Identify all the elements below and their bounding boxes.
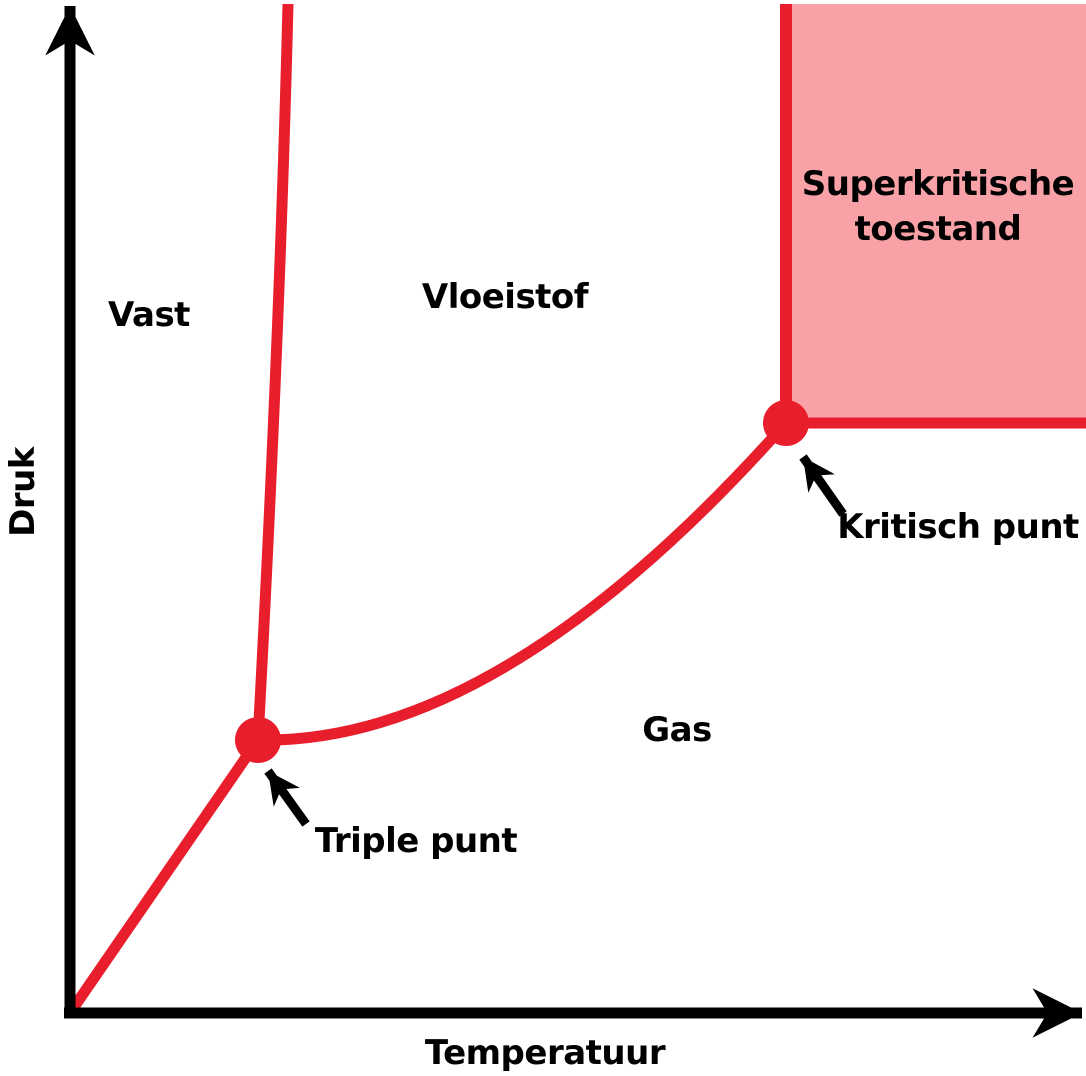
x-axis-label: Temperatuur	[425, 1033, 666, 1073]
region-label-liquid: Vloeistof	[422, 277, 590, 317]
melting-curve	[252, 3, 294, 741]
region-label-supercritical-line2: toestand	[855, 209, 1022, 249]
critical-point-marker	[763, 400, 809, 446]
supercritical-region	[786, 4, 1086, 423]
y-axis-label: Druk	[3, 445, 43, 537]
region-label-supercritical-line1: Superkritische	[802, 164, 1074, 204]
region-label-solid: Vast	[108, 295, 190, 335]
critical-point-arrow	[799, 454, 847, 517]
vaporization-curve	[257, 419, 791, 746]
triple-point-marker	[235, 717, 281, 763]
triple-point-label: Triple punt	[315, 821, 518, 861]
region-label-gas: Gas	[642, 710, 712, 750]
triple-point-arrow	[264, 768, 310, 827]
sublimation-curve	[67, 736, 263, 1014]
critical-point-label: Kritisch punt	[837, 507, 1079, 547]
